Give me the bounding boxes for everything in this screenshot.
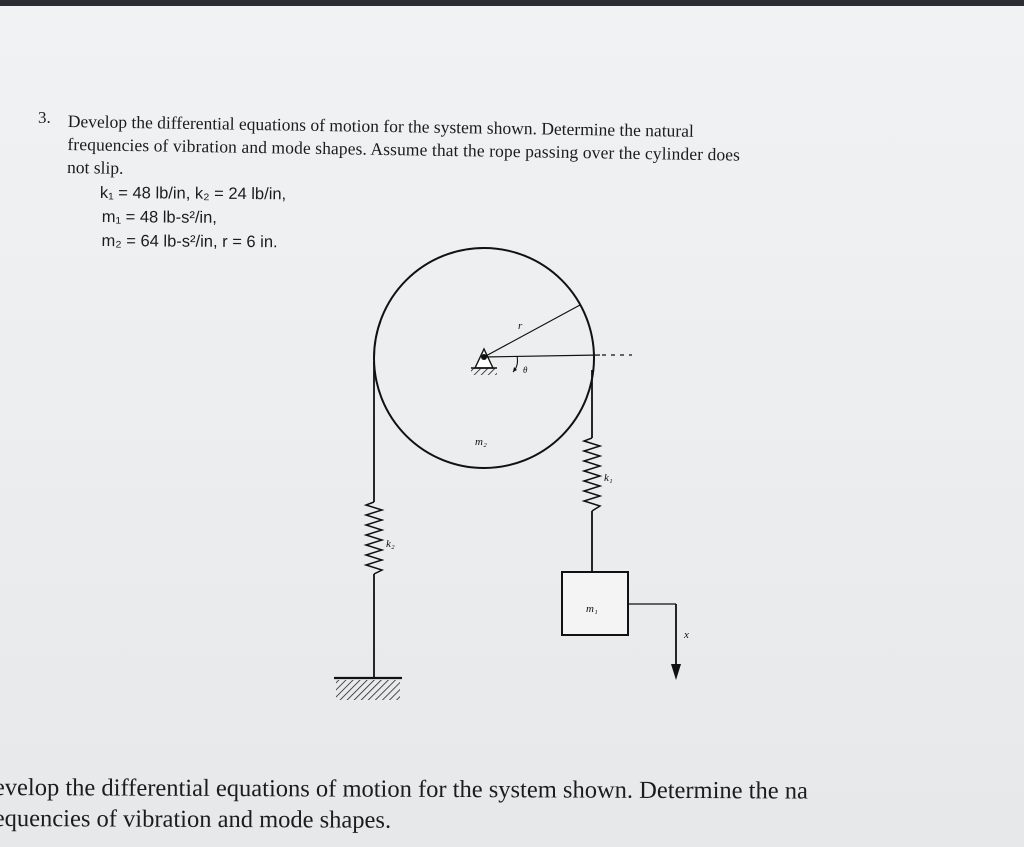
label-spring-k1: k₁: [604, 472, 613, 484]
displacement-arrowhead: [671, 664, 681, 680]
bottom-line-2: equencies of vibration and mode shapes.: [0, 804, 392, 834]
label-spring-k2: k₂: [386, 538, 395, 550]
label-angle: θ: [523, 365, 528, 375]
cylinder: [373, 247, 595, 469]
label-cylinder-mass: m₂: [475, 436, 487, 448]
bottom-line-1: evelop the differential equations of mot…: [0, 774, 808, 805]
angle-arrowhead: [513, 367, 517, 372]
pivot-support: [471, 347, 497, 375]
top-shadow: [0, 0, 1024, 6]
spring-k2: [363, 501, 385, 575]
radius-line: [483, 304, 581, 358]
label-block-mass: m₁: [586, 603, 598, 615]
ground-support: [334, 676, 402, 700]
label-displacement: x: [683, 629, 689, 641]
label-radius: r: [518, 320, 523, 332]
reference-line: [483, 354, 601, 358]
problem-number: 3.: [38, 108, 51, 127]
spring-k1: [581, 437, 603, 512]
bottom-excerpt: evelop the differential equations of mot…: [0, 772, 808, 838]
